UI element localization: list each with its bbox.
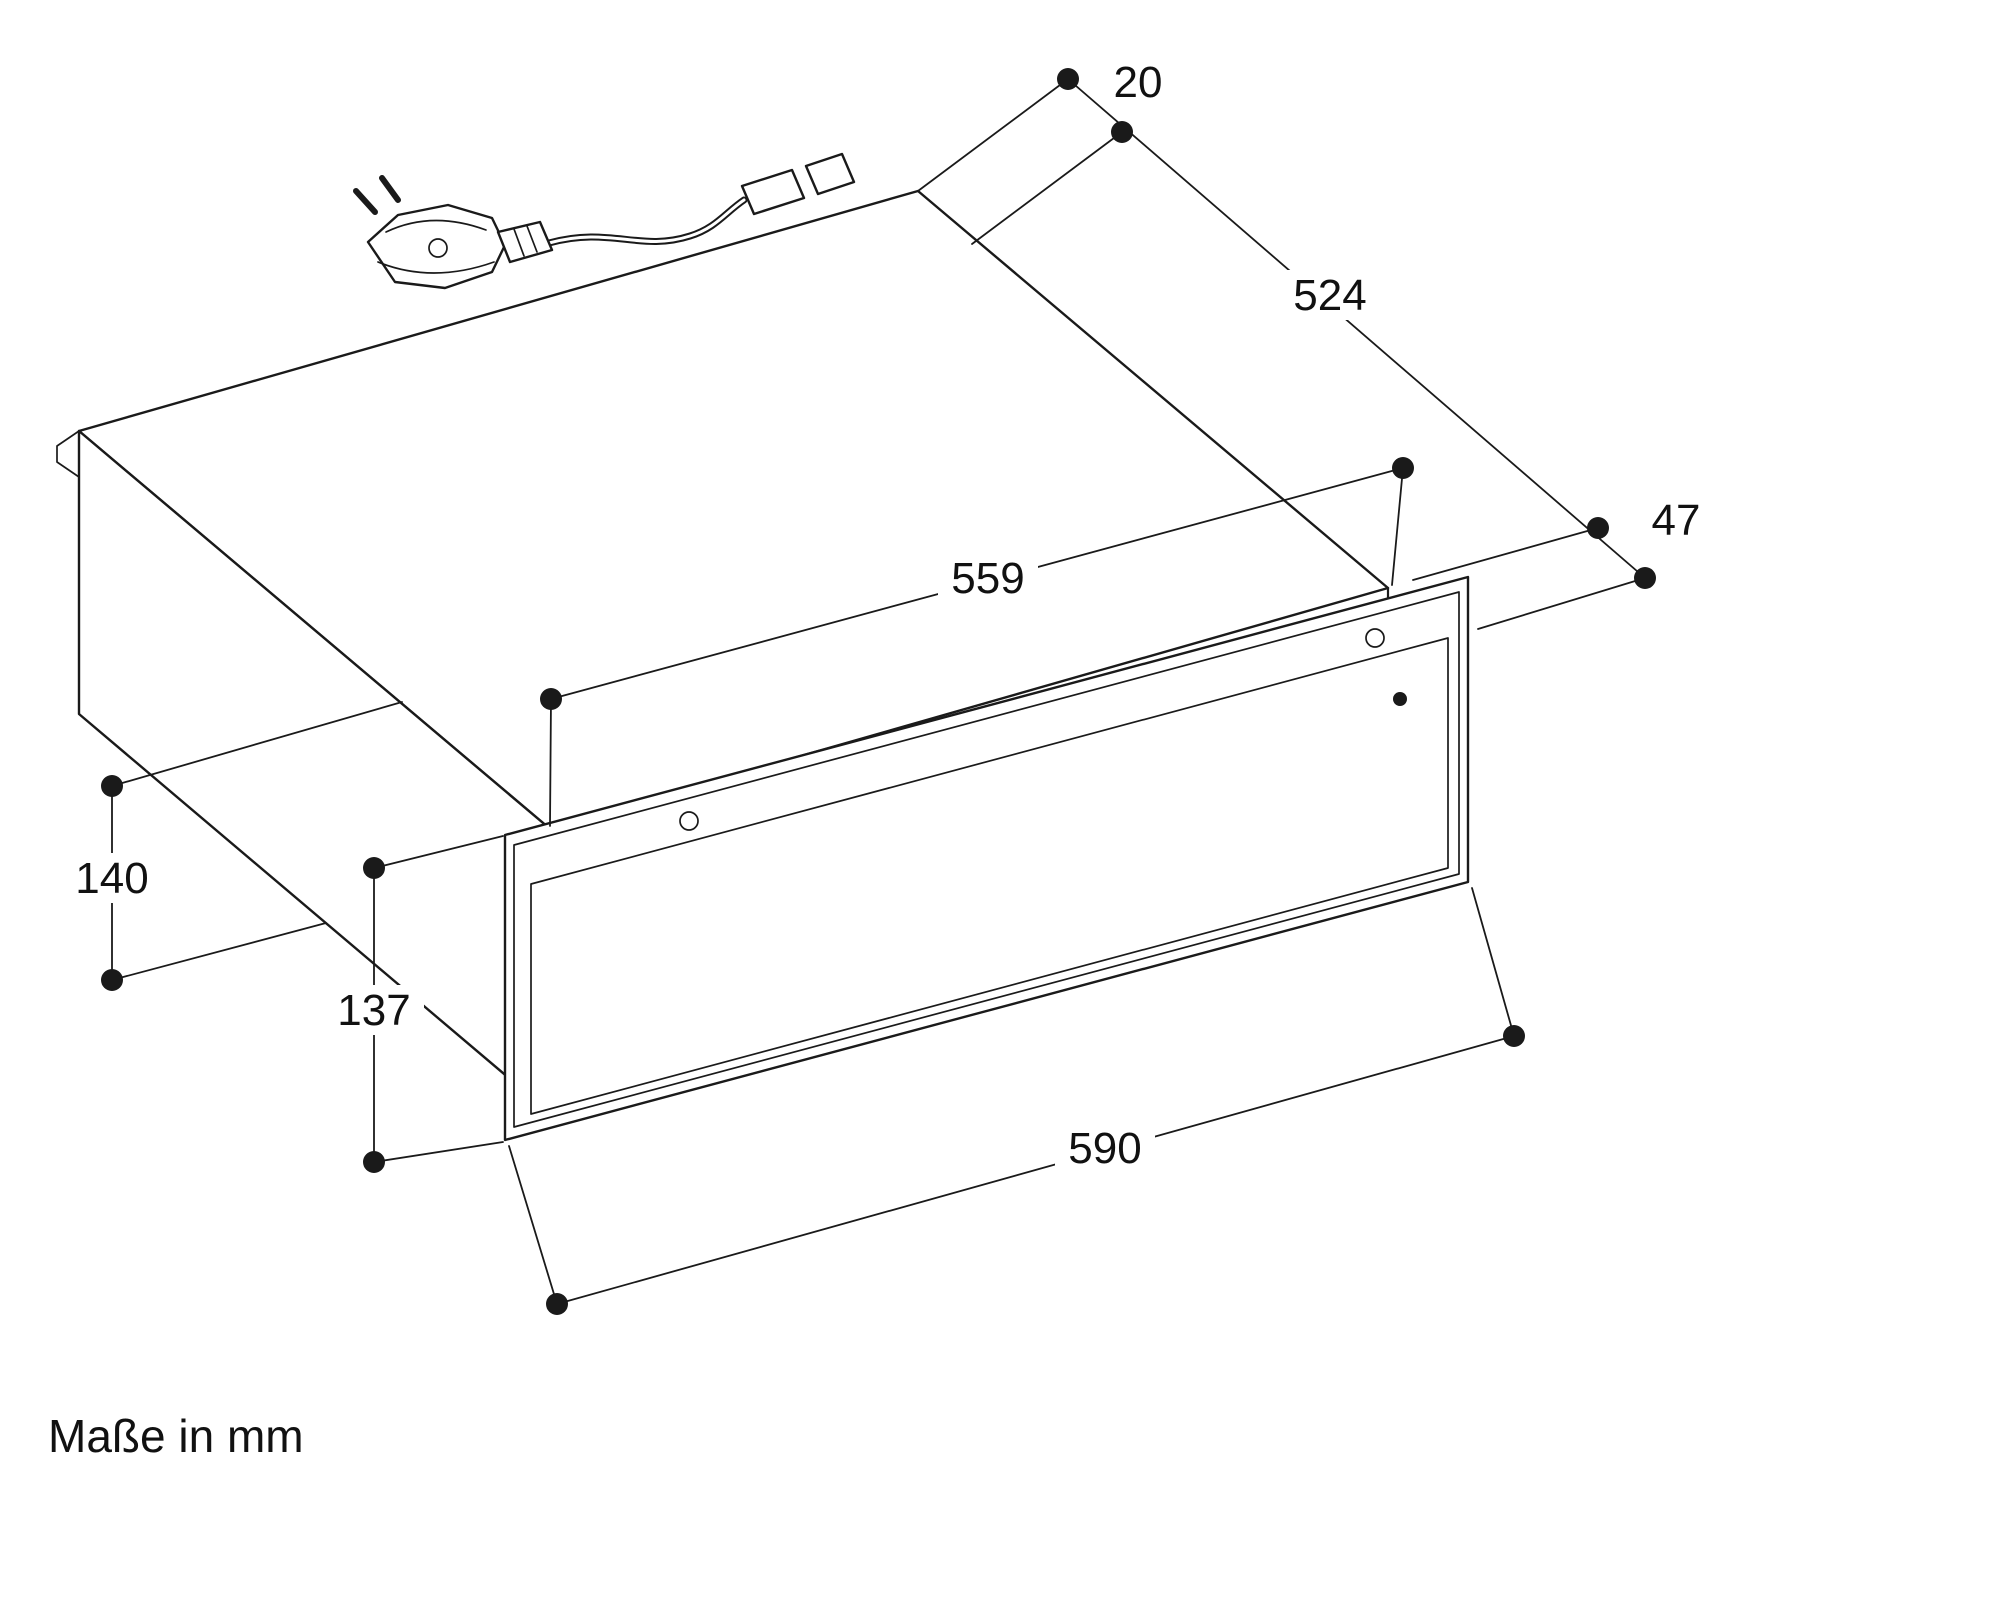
- dimension-label-20: 20: [1114, 58, 1163, 107]
- power-cord: [353, 152, 856, 290]
- dim-leader-559-right: [1391, 467, 1404, 586]
- dimension-endpoint-dot: [546, 1293, 568, 1315]
- connector-block-1: [740, 168, 806, 216]
- dim-line-590: [556, 1035, 1515, 1305]
- connector-block-2: [804, 152, 856, 196]
- dimension-label-524: 524: [1293, 271, 1366, 320]
- dimension-label-47: 47: [1652, 496, 1701, 545]
- dim-leader-590-left: [508, 1145, 558, 1305]
- dimension-label-559: 559: [951, 554, 1024, 603]
- label-mask-137: [324, 985, 424, 1035]
- panel-outer-outline: [503, 575, 1470, 1142]
- sensor-dot: [1393, 692, 1407, 706]
- dimension-endpoint-dot: [1587, 517, 1609, 539]
- plug-center-detail: [428, 238, 448, 258]
- appliance-body: [56, 189, 1390, 1114]
- plug-detail-top: [385, 219, 487, 233]
- screw-hole-right: [1365, 628, 1385, 648]
- panel-mid-outline: [513, 591, 1460, 1128]
- dimension-endpoint-dot: [363, 1151, 385, 1173]
- dimension-endpoint-dot: [1057, 68, 1079, 90]
- dimension-label-590: 590: [1068, 1124, 1141, 1173]
- rear-left-notch: [56, 430, 80, 478]
- dim-panel-width: [508, 887, 1515, 1305]
- dimension-annotations: 20 524 47 559 140 137 590: [62, 58, 1700, 1315]
- dimension-endpoint-dot: [101, 969, 123, 991]
- dimension-label-137: 137: [337, 986, 410, 1035]
- dim-leader-590-right: [1471, 887, 1515, 1037]
- plug-prong-2: [379, 175, 401, 203]
- dimension-endpoint-dot: [1111, 121, 1133, 143]
- strain-relief-rib-1: [513, 228, 525, 257]
- dimension-endpoint-dot: [1503, 1025, 1525, 1047]
- plug-strain-relief: [496, 220, 554, 264]
- dimension-endpoint-dot: [1634, 567, 1656, 589]
- power-cable-highlight: [547, 198, 746, 245]
- dim-leader-140-top: [111, 701, 403, 787]
- dim-depth-chain: [917, 78, 1646, 630]
- plug-prong-1: [353, 188, 378, 215]
- units-caption: Maße in mm: [48, 1410, 304, 1462]
- dim-leader-rear-edge: [917, 78, 1069, 192]
- label-mask-524: [1280, 270, 1380, 320]
- dim-leader-140-bottom: [111, 922, 327, 981]
- dim-leader-137-top: [373, 835, 504, 869]
- dimension-endpoint-dot: [540, 688, 562, 710]
- drawer-front-panel: [503, 575, 1470, 1142]
- label-mask-140: [62, 853, 162, 903]
- power-plug: [353, 175, 554, 290]
- label-mask-559: [938, 553, 1038, 603]
- plug-detail-bottom: [377, 261, 495, 274]
- strain-relief-rib-2: [526, 225, 538, 253]
- dim-line-depth: [1067, 78, 1646, 579]
- panel-front-face: [530, 637, 1449, 1115]
- dim-leader-body-front: [1412, 527, 1599, 581]
- dim-leader-rear-offset: [971, 131, 1123, 245]
- dimension-endpoint-dot: [101, 775, 123, 797]
- dim-leader-559-left: [549, 698, 552, 827]
- dimension-label-140: 140: [75, 854, 148, 903]
- plug-body: [366, 203, 507, 290]
- label-mask-590: [1055, 1123, 1155, 1173]
- dimension-endpoint-dot: [363, 857, 385, 879]
- screw-hole-left: [679, 811, 699, 831]
- dimension-endpoint-dot: [1392, 457, 1414, 479]
- dim-leader-137-bottom: [373, 1141, 504, 1163]
- dim-leader-panel-front: [1477, 577, 1646, 630]
- cable-connector: [740, 152, 856, 216]
